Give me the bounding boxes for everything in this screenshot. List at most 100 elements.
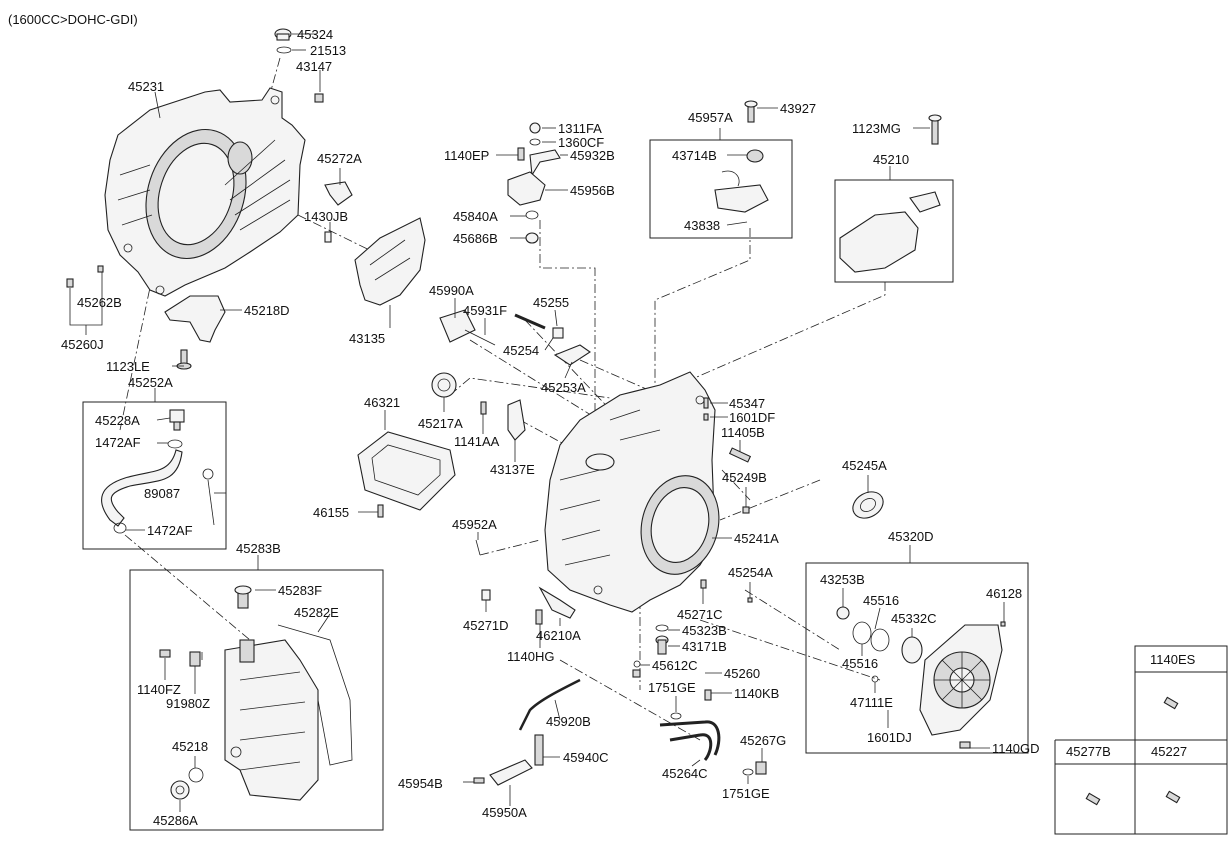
bolt-43927 xyxy=(744,100,758,123)
legend-label-45277B: 45277B xyxy=(1066,744,1111,759)
pin-45952A xyxy=(475,539,481,556)
label-46155: 46155 xyxy=(313,505,349,520)
engine-spec-header: (1600CC>DOHC-GDI) xyxy=(8,12,138,27)
label-45255: 45255 xyxy=(533,295,569,310)
box-45283B xyxy=(129,569,384,831)
label-47111E: 47111E xyxy=(850,695,893,710)
bracket-45218D xyxy=(164,295,226,343)
box-45210 xyxy=(834,179,954,283)
legend-grid xyxy=(1054,645,1228,835)
label-45254A: 45254A xyxy=(728,565,773,580)
box-45320D xyxy=(805,562,1029,754)
label-1601DJ: 1601DJ xyxy=(867,730,912,745)
label-21513: 21513 xyxy=(310,43,346,58)
bolt-45347 xyxy=(703,397,709,409)
oil-pan-45283B xyxy=(224,639,319,801)
label-1751GE-bottom: 1751GE xyxy=(722,786,770,801)
sensor-91980Z xyxy=(189,651,201,667)
transmission-case-45231 xyxy=(104,87,306,297)
label-43253B: 43253B xyxy=(820,572,865,587)
bolt-45283F xyxy=(234,585,252,609)
label-45957A: 45957A xyxy=(688,110,733,125)
legend-label-1140ES: 1140ES xyxy=(1150,652,1196,667)
label-1140EP: 1140EP xyxy=(444,148,489,163)
label-45282E: 45282E xyxy=(294,605,339,620)
label-45323B: 45323B xyxy=(682,623,727,638)
pin-45931F xyxy=(464,329,496,346)
bolt-1140HG xyxy=(535,609,543,625)
label-45283B: 45283B xyxy=(236,541,281,556)
clip-1751GE-top xyxy=(670,712,682,720)
label-46210A: 46210A xyxy=(536,628,581,643)
ring-21513 xyxy=(276,46,292,54)
label-43171B: 43171B xyxy=(682,639,727,654)
label-45260J: 45260J xyxy=(61,337,104,352)
label-45940C: 45940C xyxy=(563,750,609,765)
nut-43253B xyxy=(836,606,850,620)
label-43137E: 43137E xyxy=(490,462,535,477)
pipe-45264C xyxy=(659,720,721,761)
label-45217A: 45217A xyxy=(418,416,463,431)
main-case-45241A xyxy=(544,371,720,613)
label-45956B: 45956B xyxy=(570,183,615,198)
clip-1472AF-top xyxy=(167,439,183,449)
label-45218D: 45218D xyxy=(244,303,290,318)
bolt-1140GD xyxy=(959,741,971,749)
label-1751GE-top: 1751GE xyxy=(648,680,696,695)
pin-1430JB xyxy=(324,231,332,243)
tube-45920B xyxy=(518,678,581,731)
label-45931F: 45931F xyxy=(463,303,507,318)
label-11405B: 11405B xyxy=(721,425,765,440)
label-45990A: 45990A xyxy=(429,283,474,298)
washer-1360CF xyxy=(529,138,541,146)
label-45347: 45347 xyxy=(729,396,765,411)
label-45332C: 45332C xyxy=(891,611,937,626)
label-45253A: 45253A xyxy=(541,380,586,395)
drain-plug-45286A xyxy=(170,780,190,800)
oring-45516-inner xyxy=(870,628,890,652)
label-91980Z: 91980Z xyxy=(166,696,210,711)
label-1123LE: 1123LE xyxy=(106,359,150,374)
seal-45217A xyxy=(431,372,457,398)
label-45267G: 45267G xyxy=(740,733,786,748)
label-46321: 46321 xyxy=(364,395,400,410)
label-1601DF: 1601DF xyxy=(729,410,775,425)
plug-45267G xyxy=(755,761,767,775)
label-45241A: 45241A xyxy=(734,531,779,546)
label-45686B: 45686B xyxy=(453,231,498,246)
label-45516-top: 45516 xyxy=(863,593,899,608)
cap-45324 xyxy=(274,28,292,41)
label-46128: 46128 xyxy=(986,586,1022,601)
pin-1601DF xyxy=(703,413,709,421)
label-1311FA: 1311FA xyxy=(558,121,602,136)
legend-label-45227: 45227 xyxy=(1151,744,1187,759)
bracket-43838 xyxy=(714,170,769,213)
pin-45271C xyxy=(700,579,707,589)
hose-45252A xyxy=(101,449,183,527)
pin-1601DJ xyxy=(871,675,879,683)
bolt-1140KB xyxy=(704,689,712,701)
label-45231: 45231 xyxy=(128,79,164,94)
label-45254: 45254 xyxy=(503,343,539,358)
label-43135: 43135 xyxy=(349,331,385,346)
bolt-1140EP xyxy=(517,147,525,161)
label-45260: 45260 xyxy=(724,666,760,681)
bolt-1141AA xyxy=(480,401,487,415)
label-43838: 43838 xyxy=(684,218,720,233)
label-89087: 89087 xyxy=(144,486,180,501)
cover-47111E xyxy=(919,624,1003,736)
label-1140GD: 1140GD xyxy=(992,741,1039,756)
label-45920B: 45920B xyxy=(546,714,591,729)
bracket-45272A xyxy=(324,181,353,206)
bolt-11405B xyxy=(728,447,752,463)
label-45271C: 45271C xyxy=(677,607,723,622)
label-45252A: 45252A xyxy=(128,375,173,390)
bracket-45990A xyxy=(439,309,476,343)
label-1123MG: 1123MG xyxy=(852,121,901,136)
seal-45332C xyxy=(901,636,923,664)
label-43714B: 43714B xyxy=(672,148,717,163)
bolt-icon-45227 xyxy=(1165,790,1181,804)
label-45840A: 45840A xyxy=(453,209,498,224)
label-45954B: 45954B xyxy=(398,776,443,791)
cap-45686B xyxy=(525,232,539,244)
